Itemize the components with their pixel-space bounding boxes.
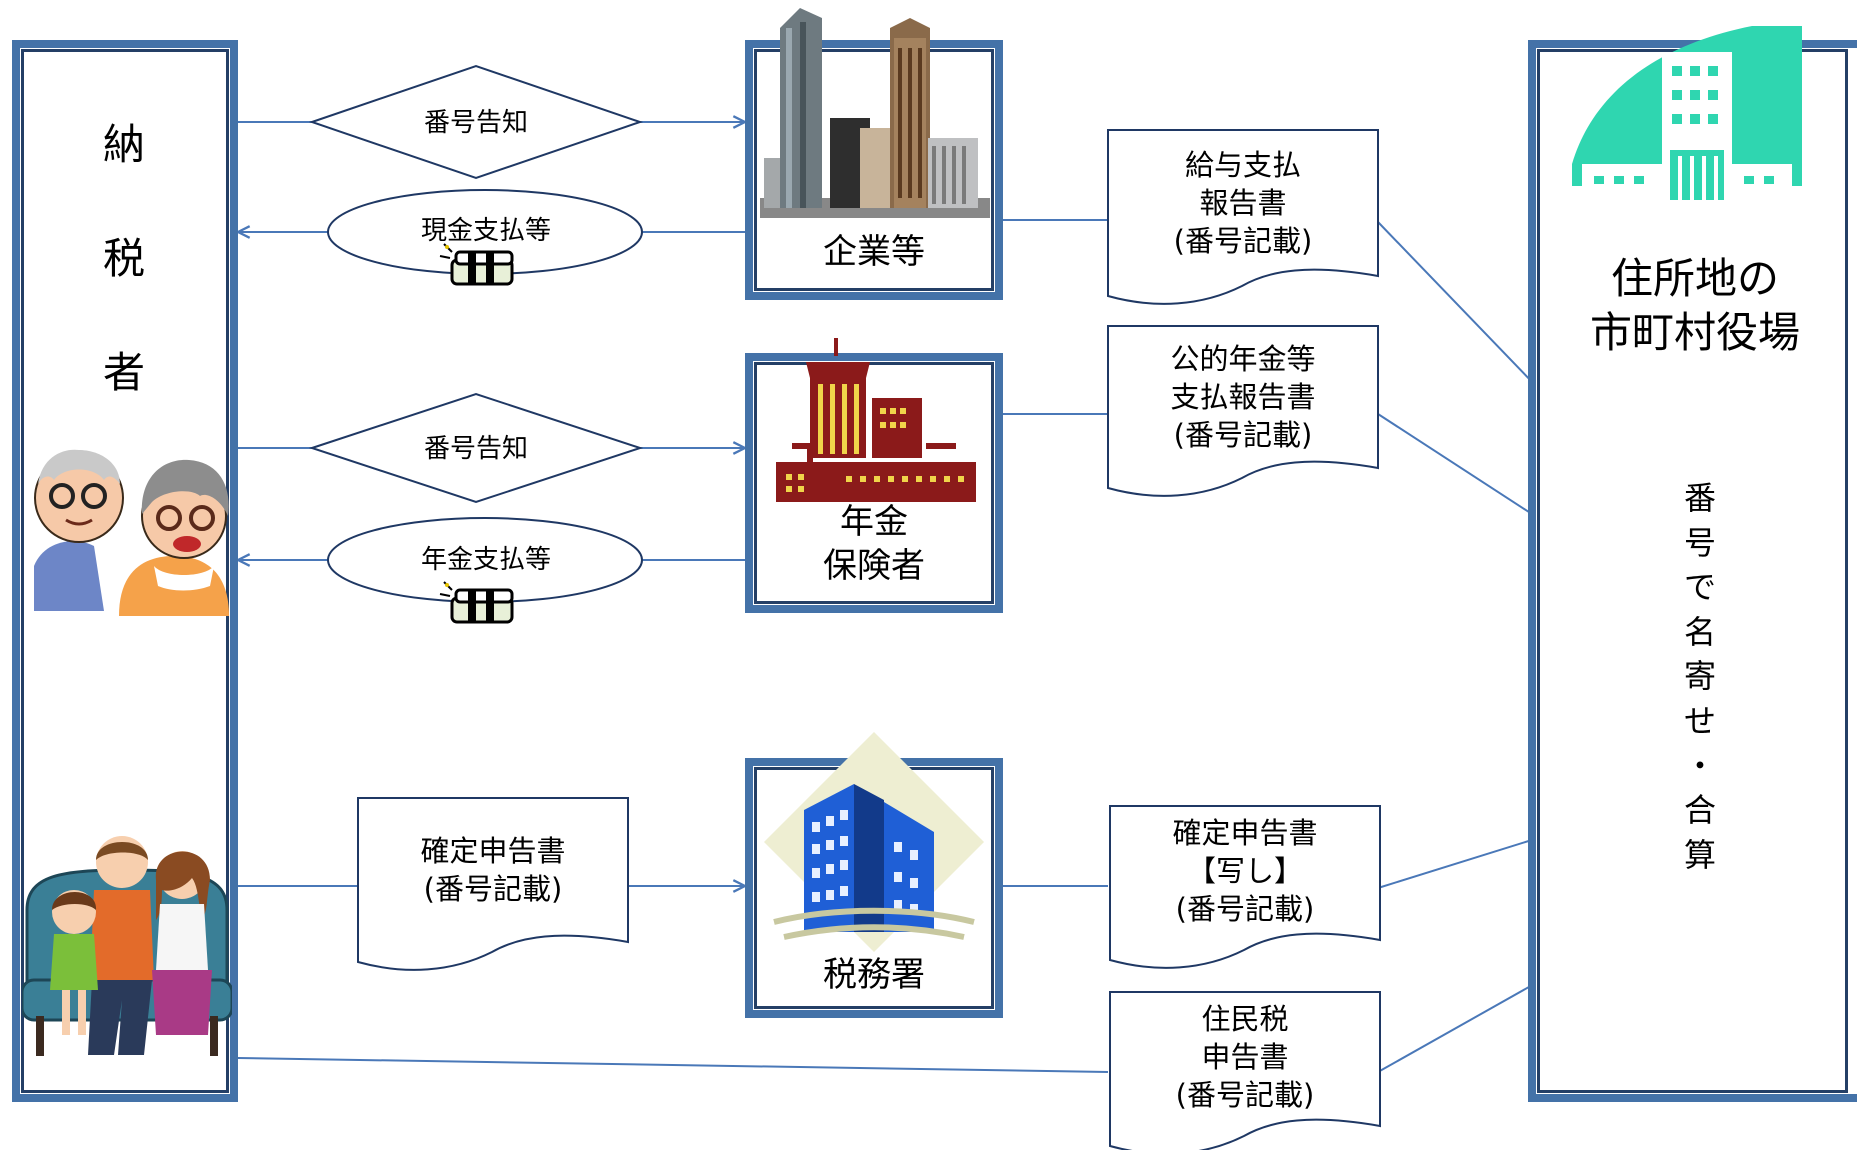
doc-line: 確定申告書 <box>1172 816 1318 850</box>
doc-line: (番号記載) <box>1175 892 1315 926</box>
doc-kakutei-copy: 確定申告書 【写し】 (番号記載) <box>1110 814 1380 928</box>
matching-label: 番 号 で 名 寄 せ ・ 合 算 <box>1676 476 1724 877</box>
doc-line: 公的年金等 <box>1170 342 1316 376</box>
tax-office-label: 税務署 <box>823 955 925 995</box>
doc-line: 確定申告書 <box>420 834 566 868</box>
doc-line: (番号記載) <box>1173 224 1313 258</box>
payment-ellipses <box>327 189 643 603</box>
city-hall-label: 住所地の 市町村役場 <box>1560 252 1830 360</box>
doc-koteki: 公的年金等 支払報告書 (番号記載) <box>1108 340 1378 454</box>
doc-kakutei-copy-shape <box>1109 805 1381 969</box>
doc-juminzei-shape <box>1109 991 1381 1150</box>
taxpayer-label: 納 税 者 <box>92 88 156 430</box>
tax-office-building-icon <box>764 732 984 952</box>
doc-line: 報告書 <box>1199 186 1287 220</box>
matching-char: 名 <box>1683 612 1716 651</box>
matching-char: 合 <box>1683 791 1716 830</box>
doc-line: 申告書 <box>1201 1040 1289 1074</box>
family-icon <box>22 836 232 1056</box>
city-hall-line2: 市町村役場 <box>1589 308 1800 357</box>
company-label: 企業等 <box>823 232 925 272</box>
pension-building-icon <box>776 338 976 502</box>
doc-kakutei-taxpayer: 確定申告書 (番号記載) <box>358 832 628 908</box>
doc-koteki-shape <box>1107 325 1379 497</box>
pension-label-line1: 年金 <box>840 502 908 542</box>
matching-char: 番 <box>1683 479 1716 517</box>
doc-line: 給与支払 <box>1184 148 1301 182</box>
pension-notify-diamond <box>308 392 644 504</box>
matching-char: 号 <box>1683 523 1716 562</box>
pension-label: 年金 保険者 <box>760 500 988 588</box>
matching-char: 算 <box>1683 835 1716 874</box>
taxpayer-char: 納 <box>102 120 145 169</box>
doc-kyuyo: 給与支払 報告書 (番号記載) <box>1108 146 1378 260</box>
money-icon <box>439 243 514 286</box>
doc-juminzei: 住民税 申告書 (番号記載) <box>1110 1000 1380 1114</box>
company-notify-diamond <box>308 64 644 180</box>
doc-line: (番号記載) <box>423 872 563 906</box>
pension-notify-label: 番号告知 <box>423 434 528 464</box>
skyscrapers-icon <box>760 8 990 218</box>
doc-line: 住民税 <box>1201 1002 1289 1036</box>
connectors <box>238 122 1662 1073</box>
matching-char: で <box>1683 568 1716 607</box>
doc-kakutei-taxpayer-shape <box>357 797 629 971</box>
doc-kyuyo-shape <box>1107 129 1379 305</box>
taxpayer-char: 税 <box>102 234 145 283</box>
money-icon <box>439 581 514 624</box>
city-hall-frame <box>1528 40 1857 1102</box>
matching-char: ・ <box>1683 746 1716 785</box>
city-hall-line1: 住所地の <box>1610 254 1779 303</box>
city-hall-icon <box>1572 26 1802 200</box>
doc-line: 支払報告書 <box>1170 380 1316 414</box>
pension-payment-label: 年金支払等 <box>420 545 551 575</box>
doc-line: (番号記載) <box>1173 418 1313 452</box>
company-payment-label: 現金支払等 <box>420 216 551 246</box>
taxpayer-char: 者 <box>102 348 145 397</box>
doc-line: (番号記載) <box>1175 1078 1315 1112</box>
matching-char: 寄 <box>1683 657 1716 696</box>
company-notify-label: 番号告知 <box>423 108 528 138</box>
elderly-couple-icon <box>34 449 229 616</box>
doc-line: 【写し】 <box>1186 854 1303 888</box>
document-shapes <box>357 129 1381 1150</box>
matching-char: せ <box>1683 701 1716 740</box>
notify-diamonds <box>308 64 644 504</box>
pension-label-line2: 保険者 <box>823 546 925 586</box>
